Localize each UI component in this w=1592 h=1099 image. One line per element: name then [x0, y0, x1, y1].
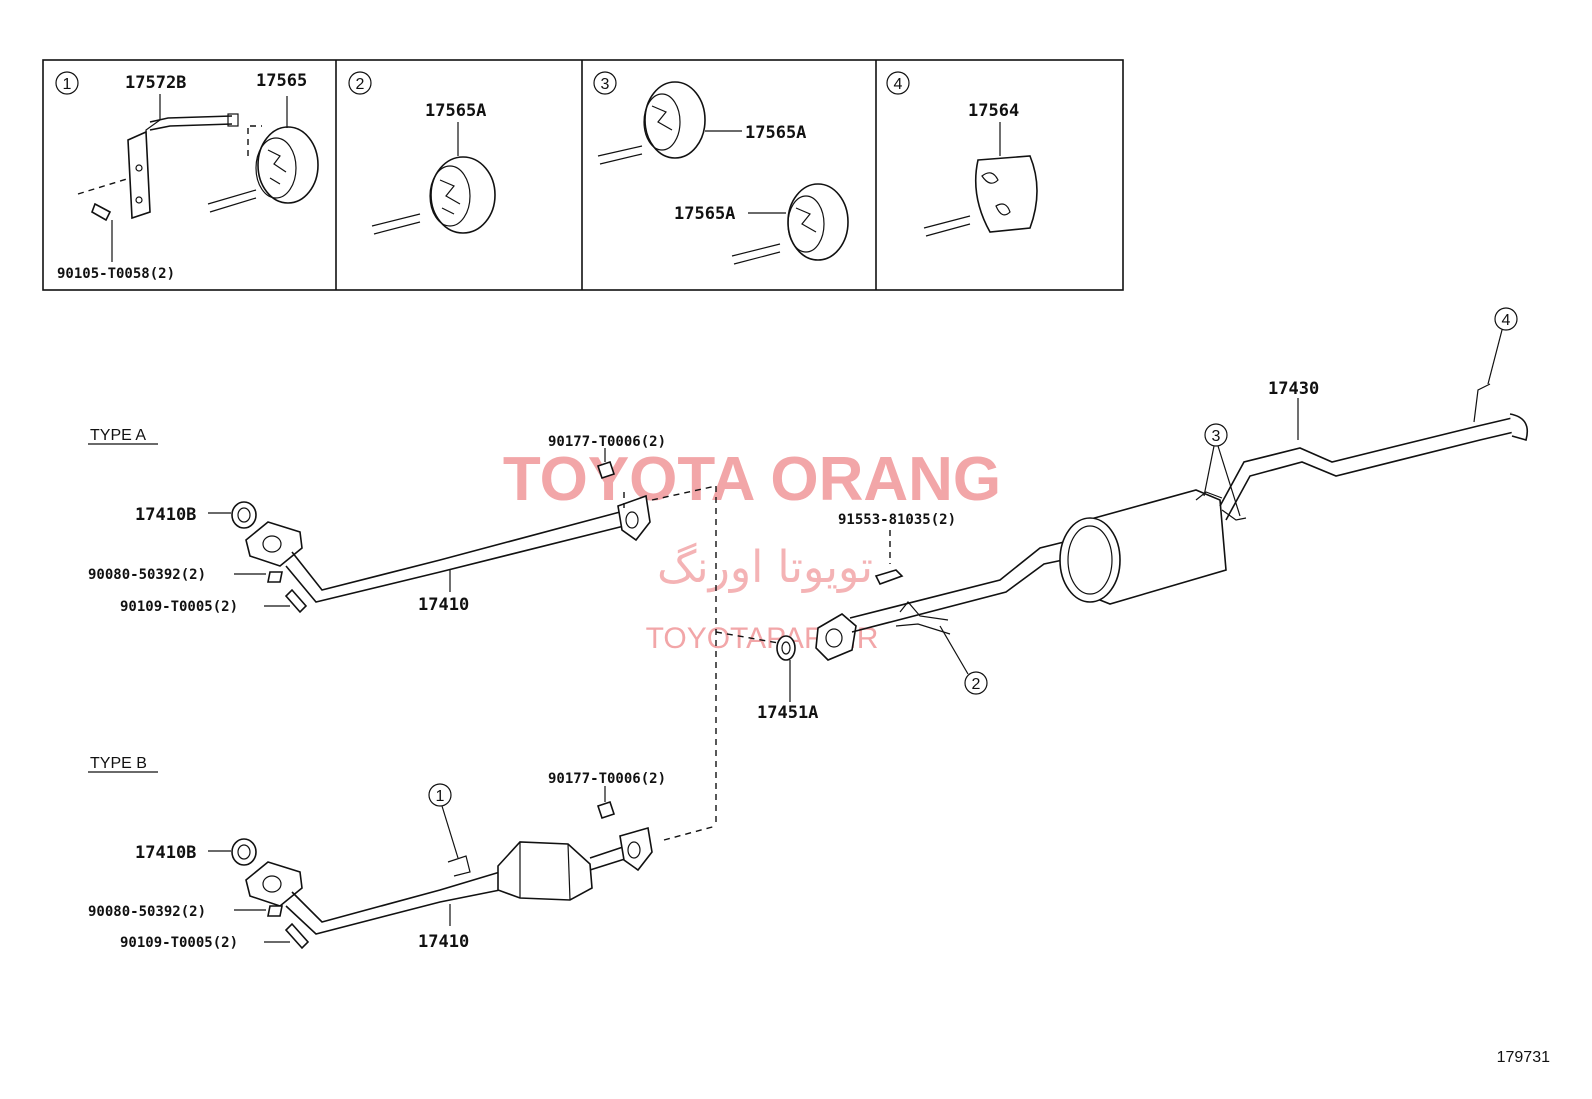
panel-1: 1 17572B 17565 90105-T0058(2)	[55, 71, 319, 282]
type-b-pipe-label: 17410	[418, 932, 469, 952]
type-b-title: TYPE B	[90, 755, 147, 772]
inset-panels: 1 17572B 17565 90105-T0058(2)	[42, 59, 1124, 291]
panel-2-number: 2	[356, 76, 365, 93]
hanger-17565A-icon	[430, 156, 496, 234]
type-b-spring-label: 90080-50392(2)	[88, 904, 206, 920]
rear-bolt-label: 91553-81035(2)	[838, 512, 956, 528]
type-a-gasket-label: 17410B	[135, 505, 196, 525]
panel-frame	[42, 59, 1124, 291]
type-b-assembly: TYPE B 17410B 1 17410 90080-50392(2) 901…	[88, 755, 717, 952]
watermark-title: TOYOTA ORANG	[503, 445, 1001, 514]
panel-3: 3 17565A 17565A	[593, 71, 849, 265]
panel-2: 2 17565A	[348, 71, 496, 235]
label-17565A-lower: 17565A	[674, 204, 735, 224]
catalytic-converter-icon	[497, 841, 593, 901]
hanger-17565-icon	[257, 126, 319, 204]
panel-1-number: 1	[63, 76, 72, 93]
flange-icon	[245, 521, 303, 567]
type-a-assembly: TYPE A 17410B 17410 90080-50392(2) 90109…	[88, 427, 717, 615]
label-17565: 17565	[256, 71, 307, 91]
gasket-17410B-icon	[231, 501, 257, 529]
watermark-persian: تویوتا اورنگ	[657, 542, 873, 593]
hanger-17564-icon	[974, 155, 1038, 233]
tailpipe-tip-icon	[1509, 413, 1529, 441]
label-17565A-upper: 17565A	[745, 123, 806, 143]
panel-4-number: 4	[894, 76, 903, 93]
label-90105-T0058: 90105-T0058(2)	[57, 266, 175, 282]
type-b-callout-1: 1	[436, 788, 445, 805]
type-b-gasket-label: 17410B	[135, 843, 196, 863]
rear-gasket-label: 17451A	[757, 703, 818, 723]
panel-4: 4 17564	[886, 71, 1038, 237]
label-17572B: 17572B	[125, 73, 186, 93]
type-a-title: TYPE A	[90, 427, 146, 444]
type-a-pipe-label: 17410	[418, 595, 469, 615]
type-a-nut-label: 90177-T0006(2)	[548, 434, 666, 450]
gasket-17451A-icon	[776, 635, 796, 661]
label-17565A: 17565A	[425, 101, 486, 121]
type-b-nut-label: 90177-T0006(2)	[548, 771, 666, 787]
hanger-17565A-upper-icon	[644, 81, 706, 159]
center-flange-icon	[815, 613, 857, 661]
rear-tailpipe-label: 17430	[1268, 379, 1319, 399]
rear-callout-2: 2	[972, 676, 981, 693]
flange-b-icon	[245, 861, 303, 907]
type-a-spring-label: 90080-50392(2)	[88, 567, 206, 583]
type-a-bolt-label: 90109-T0005(2)	[120, 599, 238, 615]
rear-callout-4: 4	[1502, 312, 1511, 329]
panel-3-number: 3	[601, 76, 610, 93]
rear-callout-3: 3	[1212, 428, 1221, 445]
rear-assembly: 17451A 2 91553-81035(2) 4 17430	[757, 307, 1529, 723]
type-b-bolt-label: 90109-T0005(2)	[120, 935, 238, 951]
watermark: TOYOTA ORANG تویوتا اورنگ TOYOTAPART.IR	[503, 445, 1001, 655]
figure-id: 179731	[1497, 1049, 1550, 1066]
gasket-17410B-b-icon	[231, 838, 257, 866]
label-17564: 17564	[968, 101, 1019, 121]
